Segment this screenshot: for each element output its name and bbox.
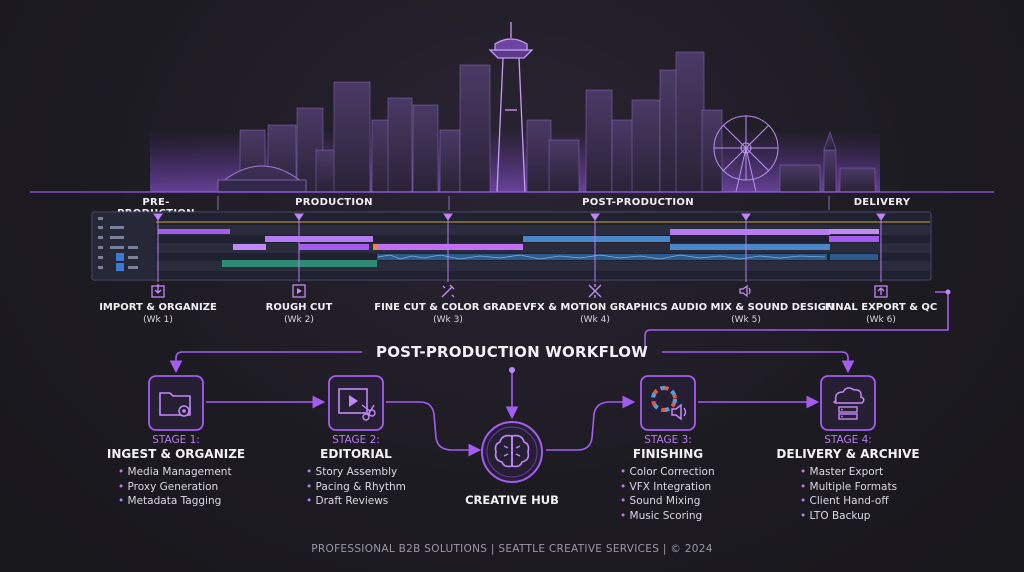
timeline-clip [158, 229, 230, 234]
import-icon [151, 284, 165, 298]
stage-bullets: Master Export Multiple Formats Client Ha… [800, 465, 898, 524]
stage-number: STAGE 4: [824, 434, 872, 446]
cloud-server-icon [820, 375, 876, 431]
timeline-audio-clip [830, 254, 878, 260]
list-item: Metadata Tagging [118, 494, 232, 509]
list-item: Pacing & Rhythm [306, 480, 406, 495]
list-item: Music Scoring [620, 509, 715, 524]
stage-number: STAGE 1: [152, 434, 200, 446]
timeline-clip [670, 244, 830, 250]
list-item: Proxy Generation [118, 480, 232, 495]
list-item: Draft Reviews [306, 494, 406, 509]
milestone-title: FINE CUT & COLOR GRADE [374, 302, 522, 313]
stage-name: EDITORIAL [320, 447, 392, 461]
editing-timeline [91, 196, 932, 282]
stage-name: FINISHING [632, 447, 704, 461]
list-item: Sound Mixing [620, 494, 715, 509]
milestone-week: (Wk 6) [866, 315, 896, 325]
list-item: Master Export [800, 465, 897, 480]
stage-number: STAGE 3: [644, 434, 692, 446]
list-item: Color Correction [620, 465, 715, 480]
stage-bullets: Story Assembly Pacing & Rhythm Draft Rev… [306, 465, 406, 509]
timeline-clip-marker [373, 244, 378, 250]
timeline-clip [523, 236, 670, 242]
timeline-clip [829, 229, 879, 234]
vfx-icon [588, 284, 602, 298]
list-item: Multiple Formats [800, 480, 898, 495]
timeline-clip [670, 229, 830, 235]
milestone-week: (Wk 3) [433, 315, 463, 325]
milestone-title: FINAL EXPORT & QC [824, 302, 938, 313]
hub-label: CREATIVE HUB [465, 493, 559, 507]
film-scissors-icon [328, 375, 384, 431]
milestone-title: ROUGH CUT [265, 302, 333, 313]
brain-hub-icon [481, 421, 543, 483]
phase-label-delivery: DELIVERY [853, 197, 911, 208]
export-icon [874, 285, 888, 298]
timeline-audio-clip [377, 254, 827, 260]
timeline-clip [299, 244, 369, 250]
connector-line [644, 291, 949, 352]
color-wheel-speaker-icon [640, 375, 696, 431]
list-item: VFX Integration [620, 480, 715, 495]
stage-name: DELIVERY & ARCHIVE [776, 447, 920, 461]
milestone-title: IMPORT & ORGANIZE [99, 302, 217, 313]
film-icon [292, 284, 306, 298]
list-item: LTO Backup [800, 509, 897, 524]
connector-line [169, 351, 362, 374]
connector-line [386, 401, 482, 457]
milestone-week: (Wk 2) [284, 315, 314, 325]
milestone-week: (Wk 4) [580, 315, 610, 325]
footer-text: PROFESSIONAL B2B SOLUTIONS | SEATTLE CRE… [311, 543, 713, 555]
connector-line [662, 351, 855, 374]
color-wand-icon [441, 284, 455, 298]
speaker-icon [739, 284, 751, 298]
phase-label-production: PRODUCTION [295, 197, 373, 208]
stage-bullets: Media Management Proxy Generation Metada… [118, 465, 232, 509]
phase-label-post-production: POST-PRODUCTION [582, 197, 694, 208]
milestone-title: AUDIO MIX & SOUND DESIGN [671, 302, 835, 313]
timeline-clip [265, 236, 373, 242]
timeline-clip [233, 244, 266, 250]
connector-line [546, 395, 636, 451]
stage-number: STAGE 2: [332, 434, 380, 446]
workflow-title: POST-PRODUCTION WORKFLOW [376, 343, 648, 361]
milestone-week: (Wk 1) [143, 315, 173, 325]
list-item: Story Assembly [306, 465, 406, 480]
list-item: Media Management [118, 465, 232, 480]
stage-name: INGEST & ORGANIZE [106, 447, 246, 461]
list-item: Client Hand-off [800, 494, 897, 509]
milestone-week: (Wk 5) [731, 315, 761, 325]
milestone-title: VFX & MOTION GRAPHICS [522, 302, 668, 313]
stage-bullets: Color Correction VFX Integration Sound M… [620, 465, 715, 523]
seattle-skyline [30, 22, 994, 193]
folder-gear-icon [148, 375, 204, 431]
timeline-clip [829, 236, 879, 242]
